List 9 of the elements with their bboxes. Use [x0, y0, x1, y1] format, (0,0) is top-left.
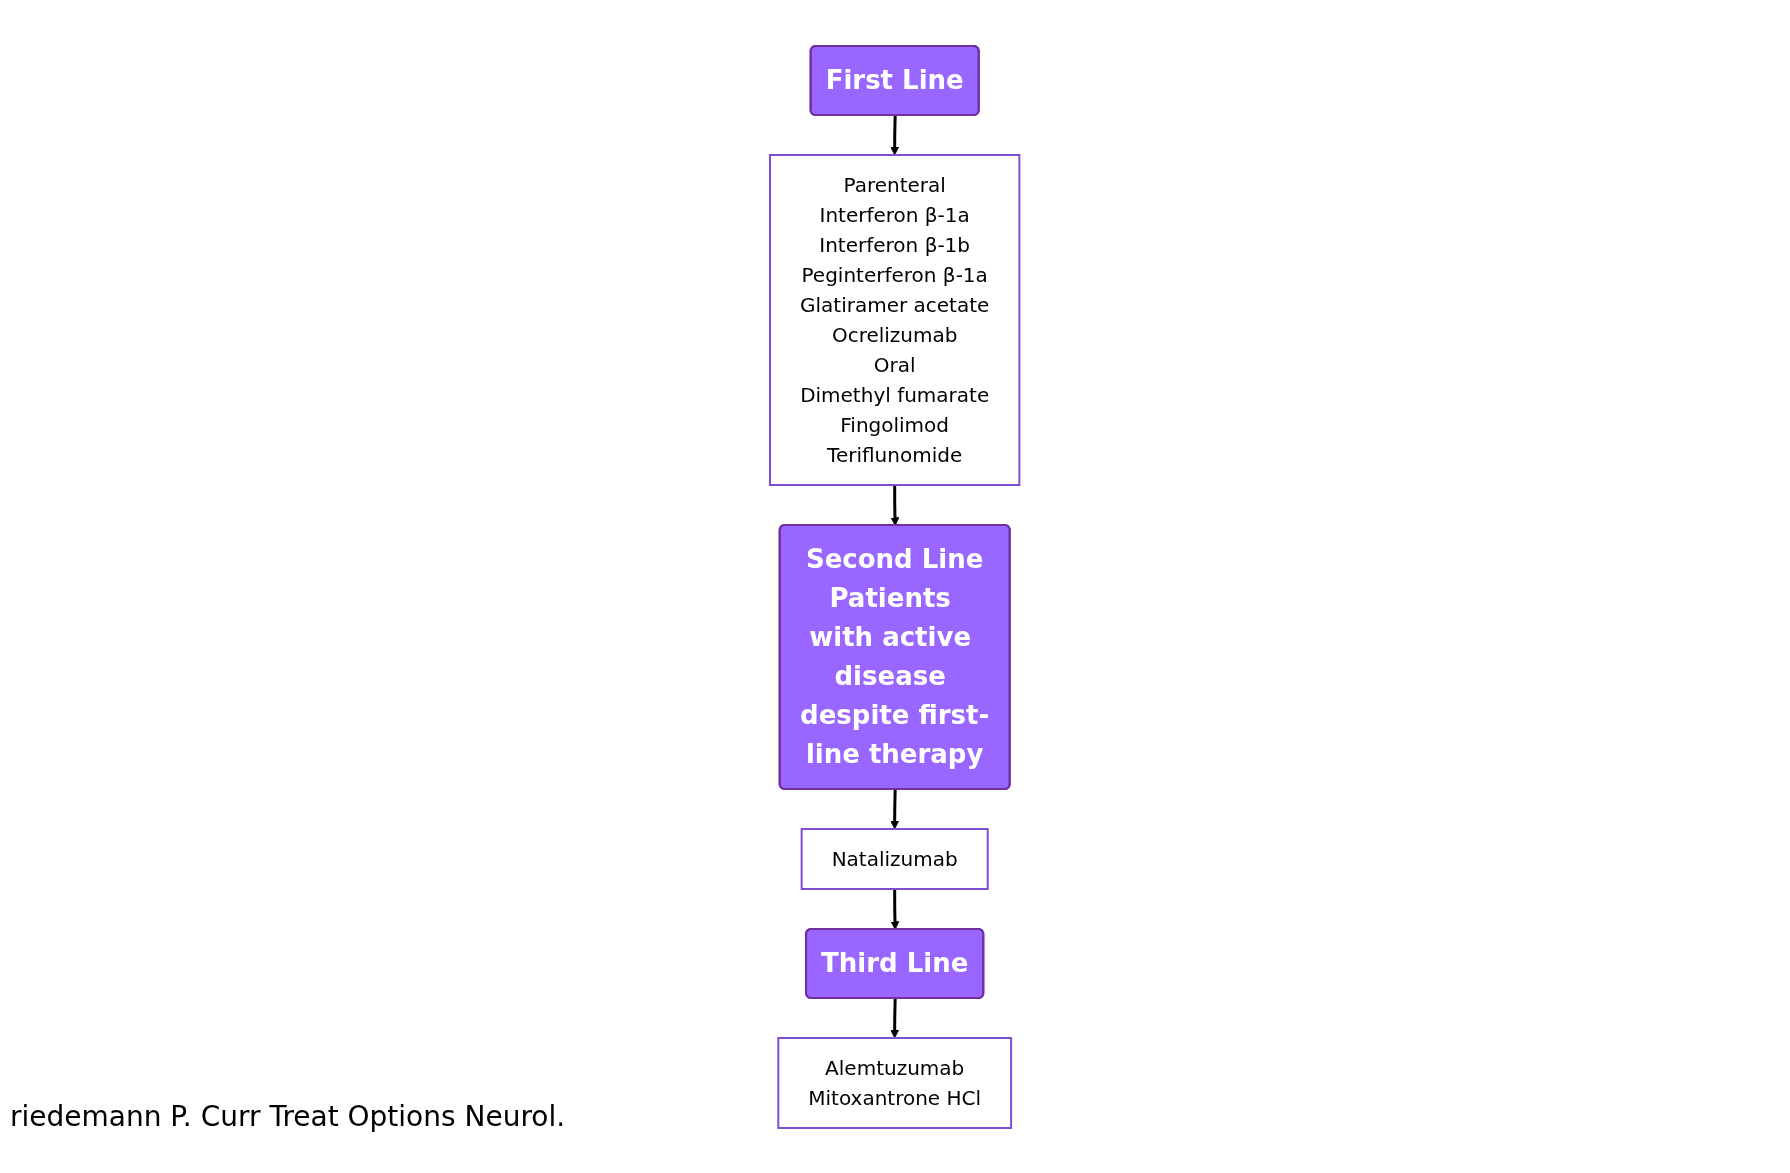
arrow: [890, 484, 900, 526]
arrow: [890, 997, 900, 1038]
arrow: [890, 788, 900, 829]
node-box: Natalizumab: [800, 827, 989, 890]
arrow: [890, 888, 900, 930]
citation-note: riedemann P. Curr Treat Options Neurol.: [10, 1100, 566, 1133]
arrow: [890, 114, 900, 155]
node-box: Parenteral Interferon β-1a Interferon β-1b Peginterferon β-1a Glatiramer acetate Ocrelizumab Oral Dimethyl fumarate Fingolimod Teriflunomide: [769, 153, 1021, 486]
node-box: Alemtuzumab Mitoxantrone HCl: [777, 1036, 1013, 1129]
